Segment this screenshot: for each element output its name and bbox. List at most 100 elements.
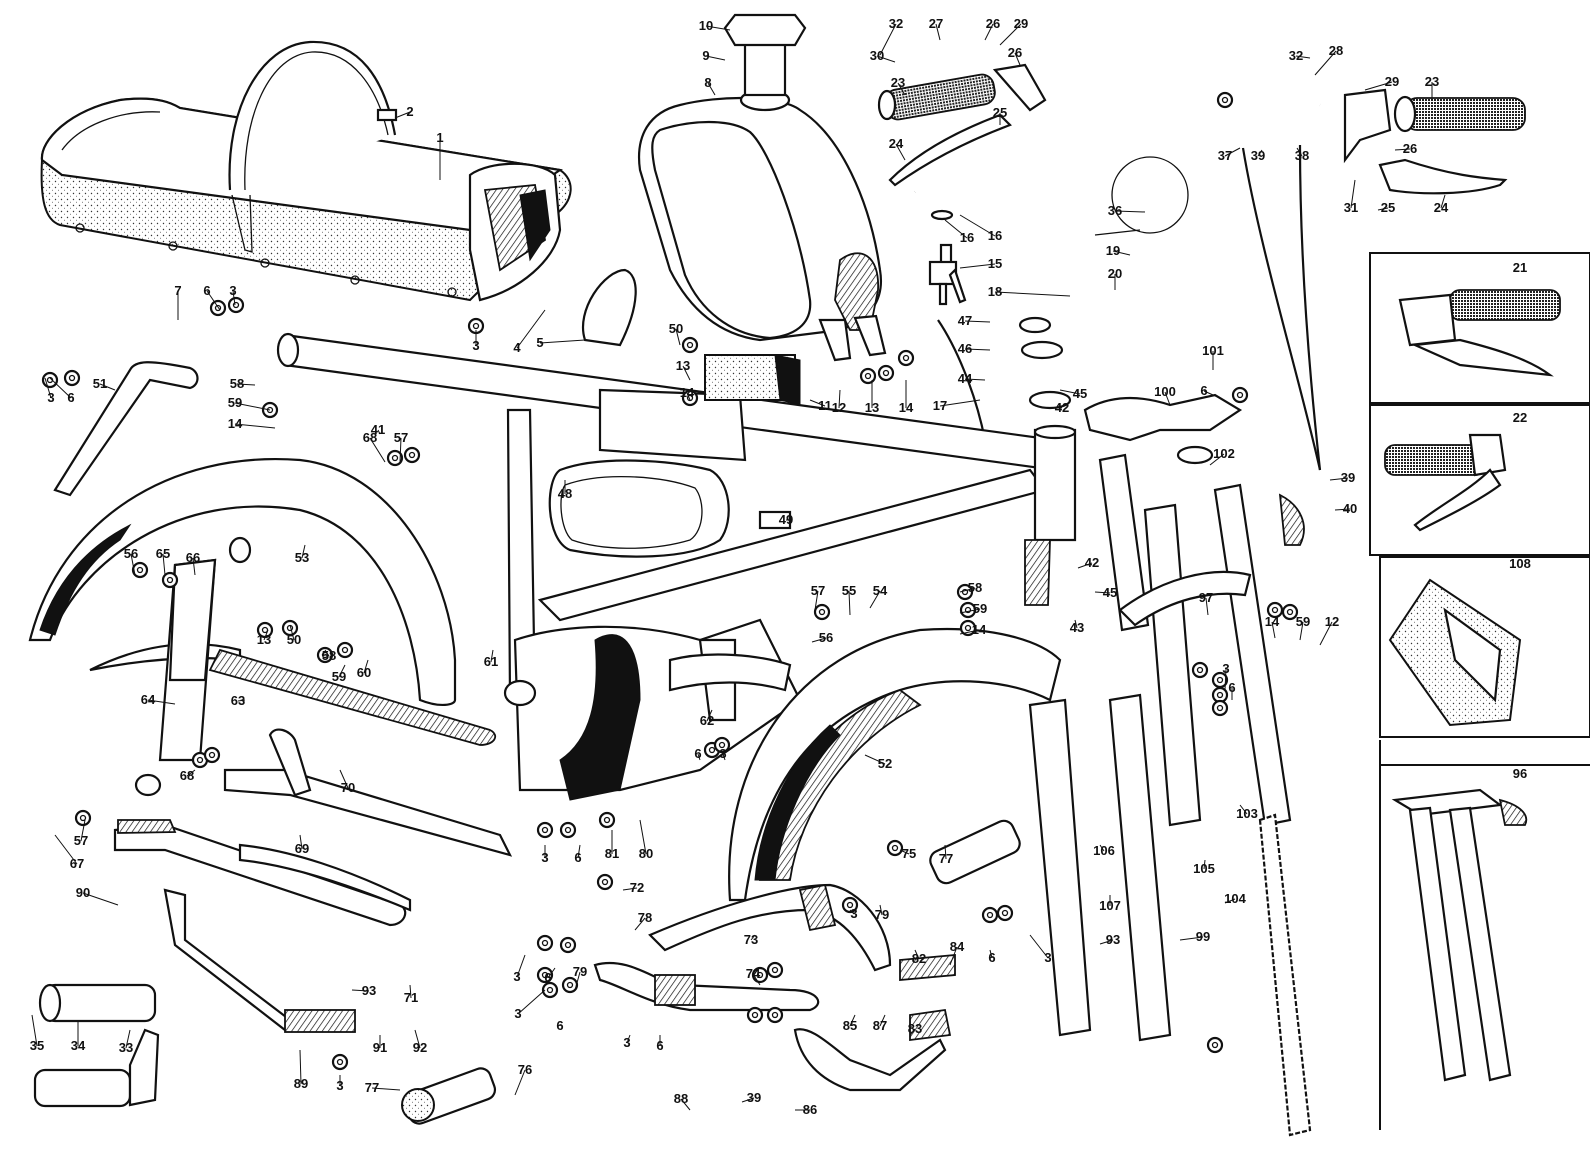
nut-hole <box>166 576 174 584</box>
callout-label: 41 <box>371 422 385 437</box>
callout-label: 102 <box>1213 446 1235 461</box>
leader-line <box>377 429 381 435</box>
callout-label: 67 <box>70 856 84 871</box>
nut-hole <box>341 646 349 654</box>
leader-line <box>263 629 269 641</box>
callout-label: 43 <box>1070 620 1084 635</box>
leader-line <box>984 23 994 41</box>
leader-line <box>675 328 681 346</box>
callout-label: 47 <box>958 313 972 328</box>
callout-label: 103 <box>1236 806 1258 821</box>
mudguard-stay <box>53 361 199 497</box>
leader-line <box>1099 939 1114 945</box>
footrest-right <box>401 819 1021 1125</box>
callout-label: 22 <box>1513 410 1527 425</box>
leader-line <box>547 967 556 979</box>
callout-label: 54 <box>873 583 888 598</box>
inset-panel-21 <box>1369 252 1590 404</box>
callout-label: 18 <box>988 284 1002 299</box>
leader-line <box>301 544 306 559</box>
nut-washer <box>316 646 334 664</box>
nut-washer <box>541 981 559 999</box>
callout-label: 68 <box>363 430 377 445</box>
nut-hole <box>964 606 972 614</box>
leader-line <box>299 1049 302 1085</box>
leader-line <box>99 383 116 391</box>
leader-line <box>125 1029 131 1049</box>
callout-label: 6 <box>574 850 581 865</box>
nut-washer <box>1281 603 1299 621</box>
leader-line <box>722 753 726 761</box>
nut-washer <box>227 296 245 314</box>
left-lever <box>888 113 1012 187</box>
leader-line <box>574 971 581 991</box>
leader-line <box>626 1034 631 1044</box>
swinging-arm <box>113 728 513 927</box>
tank-clip <box>582 268 637 347</box>
callout-label: 6 <box>67 390 74 405</box>
callout-label: 61 <box>484 654 498 669</box>
leader-line <box>879 23 897 56</box>
callout-label: 20 <box>1108 266 1122 281</box>
leader-line <box>363 659 369 674</box>
callout-label: 35 <box>30 1038 44 1053</box>
rear-brake-pedal <box>793 954 956 1092</box>
callout-label: 3 <box>513 969 520 984</box>
nut-hole <box>472 322 480 330</box>
callout-label: 34 <box>71 1038 86 1053</box>
nut-washer <box>877 364 895 382</box>
nut-washer <box>859 367 877 385</box>
callout-label: 32 <box>1289 48 1303 63</box>
nut-hole <box>136 566 144 574</box>
nut-washer <box>1266 601 1284 619</box>
seat-strap <box>228 40 398 253</box>
nut-washer <box>598 811 616 829</box>
nut-washer <box>713 736 731 754</box>
leader-line <box>339 769 349 789</box>
leader-line <box>639 819 647 855</box>
callout-label: 59 <box>332 669 346 684</box>
toolbox <box>548 459 792 558</box>
leader-line <box>516 309 546 349</box>
leader-line <box>944 844 947 860</box>
callout-label: 89 <box>294 1076 308 1091</box>
nut-hole <box>891 844 899 852</box>
leader-line <box>1239 804 1248 815</box>
nut-washer <box>536 821 554 839</box>
callout-label: 2 <box>406 104 413 119</box>
leader-line <box>809 399 826 407</box>
callout-label: 101 <box>1202 343 1224 358</box>
callout-label: 59 <box>973 601 987 616</box>
leader-line <box>897 82 906 96</box>
callout-label: 7 <box>174 283 181 298</box>
nut-hole <box>1001 909 1009 917</box>
leader-line <box>1299 621 1304 641</box>
nut-hole <box>603 816 611 824</box>
nut-washer <box>331 1053 349 1071</box>
leader-line <box>994 291 1071 297</box>
callout-label: 84 <box>950 939 965 954</box>
nut-washer <box>886 839 904 857</box>
brake-pedal <box>593 962 820 1012</box>
leader-line <box>1205 597 1209 616</box>
nut-washer <box>1206 1036 1224 1054</box>
nut-hole <box>1271 606 1279 614</box>
callout-label: 57 <box>74 833 88 848</box>
callout-label: 39 <box>1251 148 1265 163</box>
leader-line <box>234 423 276 429</box>
callout-label: 50 <box>287 632 301 647</box>
callout-label: 6 <box>1200 383 1207 398</box>
leader-line <box>1059 389 1081 395</box>
nut-hole <box>541 939 549 947</box>
callout-label: 31 <box>1344 200 1358 215</box>
leader-line <box>686 392 691 401</box>
leader-line <box>49 377 72 399</box>
leader-line <box>876 55 896 63</box>
callout-label: 6 <box>544 970 551 985</box>
nut-hole <box>1211 1041 1219 1049</box>
callout-label: 75 <box>902 846 916 861</box>
callout-label: 99 <box>1196 929 1210 944</box>
callout-label: 23 <box>891 75 905 90</box>
gear-lever <box>163 888 356 1033</box>
